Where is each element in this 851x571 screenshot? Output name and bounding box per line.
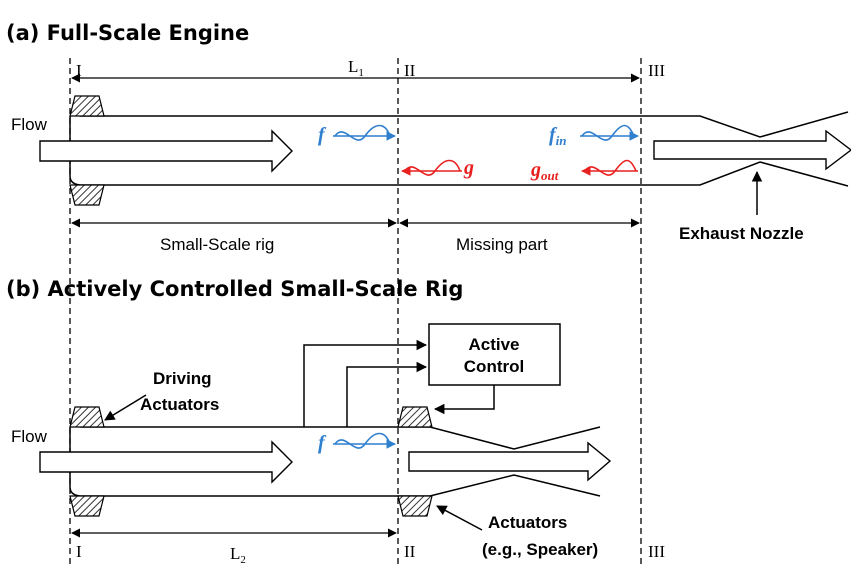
- panel-a-title: (a) Full-Scale Engine: [6, 21, 249, 45]
- l1-label: L1: [348, 57, 364, 79]
- active-control-line1: Active: [468, 335, 519, 354]
- station-iii-label-b: III: [648, 542, 665, 561]
- exhaust-flow-arrow: [653, 129, 851, 171]
- wave-f-b: f: [318, 432, 396, 454]
- station-i-label-b: I: [76, 542, 82, 561]
- exhaust-nozzle-label: Exhaust Nozzle: [679, 224, 804, 243]
- svg-text:f: f: [318, 432, 327, 454]
- svg-text:f: f: [318, 124, 327, 146]
- driving-actuators-line2: Actuators: [140, 395, 219, 414]
- active-control-line2: Control: [464, 357, 524, 376]
- actuators-line1: Actuators: [488, 513, 567, 532]
- small-scale-rig-label: Small-Scale rig: [160, 235, 274, 254]
- svg-text:gout: gout: [530, 159, 559, 183]
- actuators-pointer: [436, 505, 483, 531]
- wave-g: g: [401, 157, 474, 179]
- station-iii-label: III: [648, 61, 665, 80]
- svg-text:g: g: [463, 157, 474, 179]
- l2-label: L2: [230, 544, 246, 566]
- control-actuators-blocks: [397, 406, 433, 517]
- driving-actuators-pointer: [104, 394, 147, 421]
- flow-label-b: Flow: [11, 427, 48, 446]
- svg-text:fin: fin: [549, 124, 567, 148]
- duct-inlet-blocks-b: [69, 406, 105, 517]
- flow-arrow-b: [39, 440, 293, 484]
- station-ii-label-b: II: [404, 542, 416, 561]
- wave-gout: gout: [530, 159, 638, 183]
- flow-arrow-a: [39, 129, 293, 173]
- wave-fin: fin: [549, 124, 639, 148]
- outlet-flow-arrow-b: [408, 441, 612, 482]
- duct-inlet-blocks-a: [69, 95, 105, 206]
- driving-actuators-line1: Driving: [153, 369, 212, 388]
- panel-b-title: (b) Actively Controlled Small-Scale Rig: [6, 277, 463, 301]
- flow-label-a: Flow: [11, 115, 48, 134]
- sensor-lines: [303, 339, 495, 427]
- station-i-label: I: [76, 61, 82, 80]
- station-ii-label: II: [404, 61, 416, 80]
- missing-part-label: Missing part: [456, 235, 548, 254]
- wave-f-a: f: [318, 124, 396, 146]
- active-control-box: [428, 323, 561, 386]
- actuators-line2: (e.g., Speaker): [482, 540, 598, 559]
